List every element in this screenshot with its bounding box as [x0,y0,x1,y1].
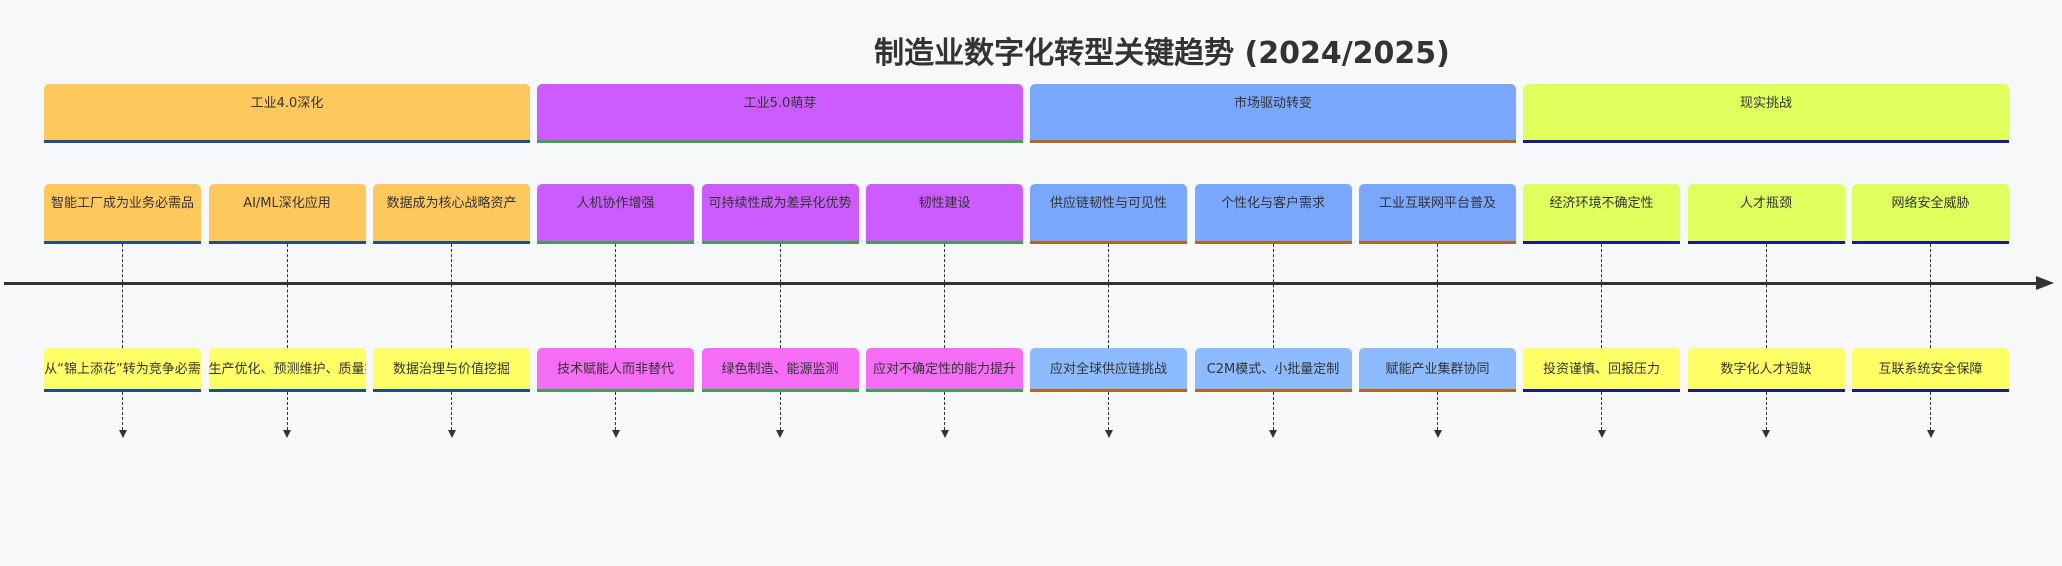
task-detail-card: 技术赋能人而非替代 [537,348,694,392]
connector-line [286,392,288,430]
task-detail-card: 赋能产业集群协同 [1359,348,1516,392]
connector-line [1108,244,1109,348]
connector-line [615,392,616,430]
task-card: 经济环境不确定性 [1523,184,1680,244]
task-card: 网络安全威胁 [1852,184,2009,244]
connector-line [1765,244,1767,348]
connector-line [1437,392,1438,430]
timeline-axis-arrowhead [2036,276,2054,290]
connector-line [1765,392,1767,430]
task-card: 智能工厂成为业务必需品 [44,184,201,244]
connector-line [944,244,945,348]
section-header: 工业4.0深化 [44,84,530,143]
connector-line [451,244,452,348]
task-card: AI/ML深化应用 [208,184,366,244]
connector-arrowhead [1762,430,1770,438]
task-card: 可持续性成为差异化优势 [701,184,859,244]
diagram-title: 制造业数字化转型关键趋势 (2024/2025) [874,36,1450,71]
task-detail-card: 应对不确定性的能力提升 [866,348,1023,392]
task-detail-card: 数字化人才短缺 [1687,348,1845,392]
connector-line [122,392,123,430]
connector-line [1930,244,1931,348]
section-header: 市场驱动转变 [1030,84,1516,143]
task-card: 工业互联网平台普及 [1359,184,1516,244]
connector-line [615,244,616,348]
connector-line [122,244,123,348]
connector-line [1272,244,1274,348]
connector-line [779,244,781,348]
section-header: 现实挑战 [1523,84,2009,143]
task-card: 供应链韧性与可见性 [1030,184,1187,244]
connector-line [944,392,945,430]
connector-line [1930,392,1931,430]
connector-line [451,392,452,430]
connector-arrowhead [611,430,620,438]
connector-arrowhead [118,430,127,438]
task-detail-card: 投资谨慎、回报压力 [1523,348,1680,392]
connector-arrowhead [1926,430,1935,438]
connector-line [286,244,288,348]
task-card: 人机协作增强 [537,184,694,244]
connector-line [1601,244,1602,348]
task-detail-card: 互联系统安全保障 [1852,348,2009,392]
connector-arrowhead [283,430,291,438]
task-card: 个性化与客户需求 [1194,184,1352,244]
task-detail-card: 绿色制造、能源监测 [701,348,859,392]
connector-arrowhead [1433,430,1442,438]
connector-line [1601,392,1602,430]
task-card: 韧性建设 [866,184,1023,244]
connector-line [1108,392,1109,430]
connector-arrowhead [1597,430,1606,438]
task-detail-card: 应对全球供应链挑战 [1030,348,1187,392]
connector-arrowhead [776,430,784,438]
connector-line [1437,244,1438,348]
task-detail-card: C2M模式、小批量定制 [1194,348,1352,392]
connector-arrowhead [1104,430,1113,438]
task-detail-card: 生产优化、预测维护、质量控制 [208,348,366,392]
task-detail-card: 数据治理与价值挖掘 [373,348,530,392]
connector-line [779,392,781,430]
section-header: 工业5.0萌芽 [537,84,1023,143]
connector-line [1272,392,1274,430]
connector-arrowhead [447,430,456,438]
task-card: 数据成为核心战略资产 [373,184,530,244]
connector-arrowhead [1269,430,1277,438]
connector-arrowhead [940,430,949,438]
task-card: 人才瓶颈 [1687,184,1845,244]
timeline-axis [4,282,2040,285]
task-detail-card: 从“锦上添花”转为竞争必需 [44,348,201,392]
